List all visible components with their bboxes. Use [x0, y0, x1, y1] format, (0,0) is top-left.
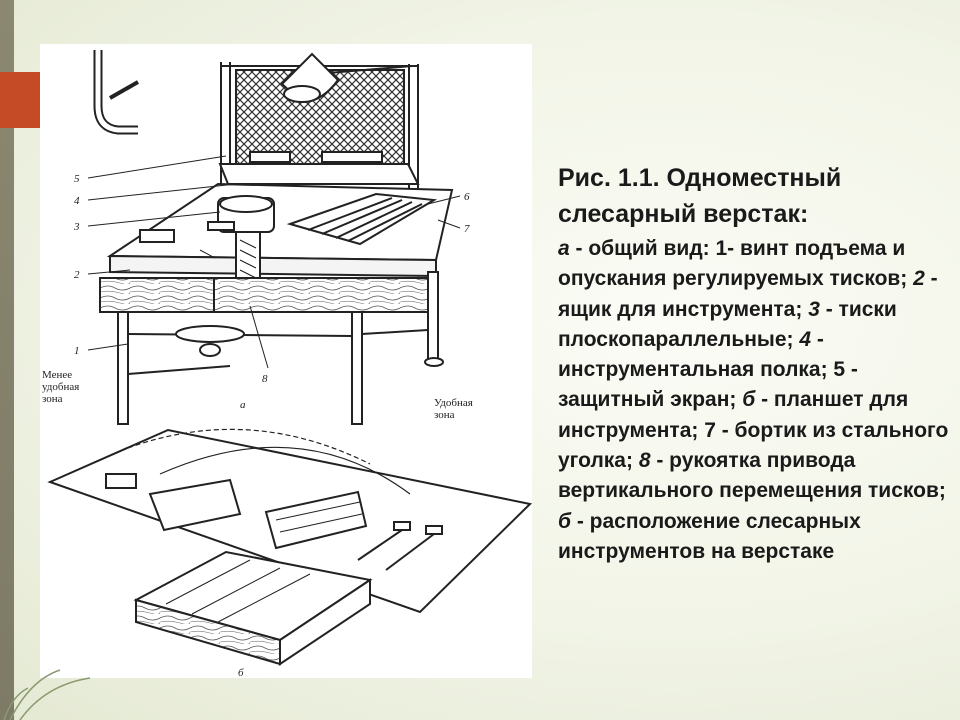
tool-tray [286, 192, 438, 246]
bench-legs [117, 271, 444, 425]
svg-text:зона: зона [434, 409, 455, 421]
svg-text:Удобная: Удобная [434, 397, 473, 409]
callout-8: 8 [262, 373, 268, 385]
grass-decoration [3, 669, 91, 720]
sub-label-b: б [238, 667, 244, 678]
workbench-drawing: 5 4 3 2 1 8 6 7 а [42, 50, 532, 678]
callout-numbers: 5 4 3 2 1 8 6 7 а [73, 173, 470, 411]
callout-6: 6 [464, 191, 470, 203]
zone-convenient: Удобная зона [434, 397, 473, 421]
callout-3: 3 [73, 221, 80, 233]
callout-7: 7 [464, 223, 470, 235]
bench-top-view [47, 428, 532, 614]
callout-5: 5 [74, 173, 80, 185]
sub-label-a: а [240, 399, 246, 411]
callout-4: 4 [74, 195, 80, 207]
zone-less-convenient: Менее удобная зона [42, 369, 79, 405]
workbench-figure: 5 4 3 2 1 8 6 7 а [40, 44, 532, 678]
svg-text:Менее: Менее [42, 369, 72, 381]
figure-caption: Рис. 1.1. Одноместный слесарный верстак:… [558, 160, 953, 567]
callout-lines [87, 155, 461, 369]
caption-body: а - общий вид: 1- винт подъема и опускан… [558, 237, 949, 563]
svg-text:зона: зона [42, 393, 63, 405]
callout-2: 2 [74, 269, 80, 281]
instrument-shelf [218, 151, 420, 185]
pipe-drawing [93, 50, 139, 135]
bench-drawer-view [133, 550, 373, 666]
caption-title: Рис. 1.1. Одноместный слесарный верстак: [558, 164, 842, 228]
left-stripe [0, 0, 14, 720]
callout-1: 1 [74, 345, 80, 357]
accent-square [0, 72, 40, 128]
svg-text:удобная: удобная [42, 381, 79, 393]
lamp [280, 52, 413, 104]
tool-drawer [99, 277, 437, 313]
